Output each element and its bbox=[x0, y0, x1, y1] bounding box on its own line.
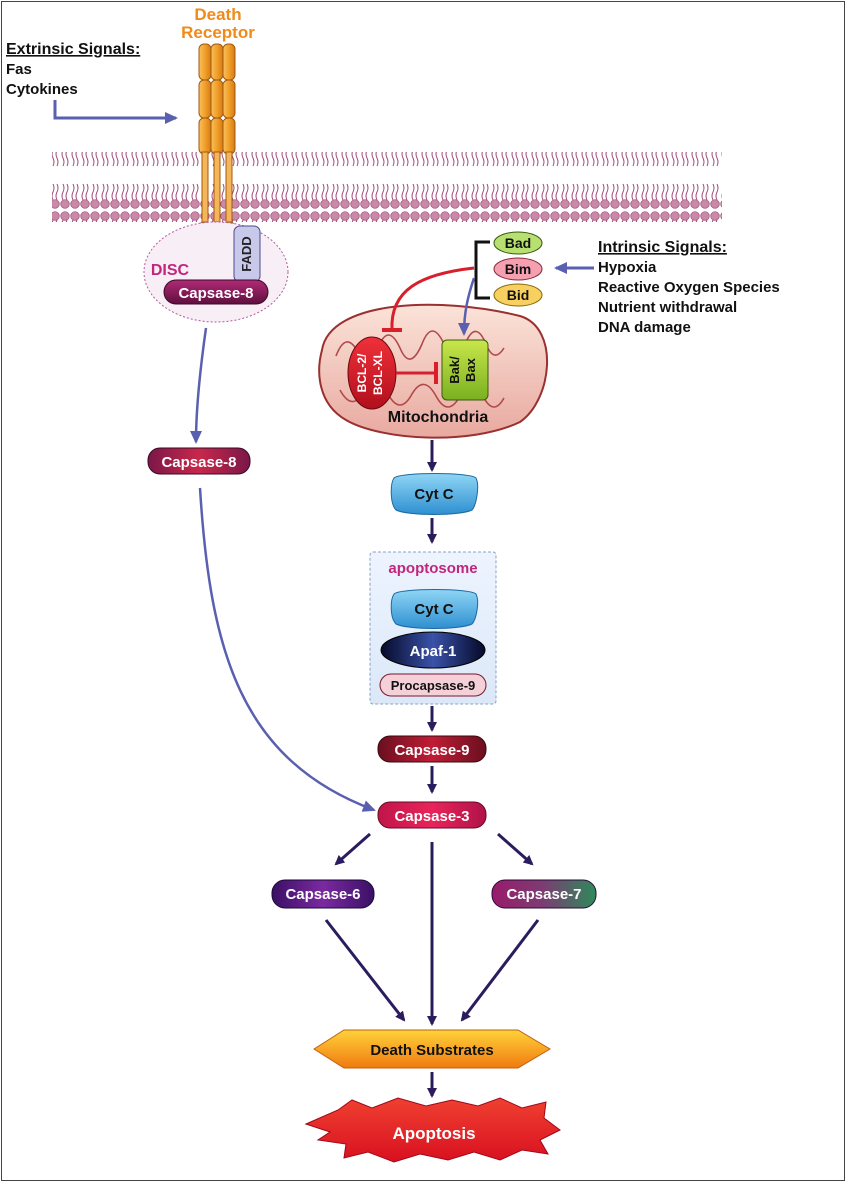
caspase-7-label: Capsase-7 bbox=[506, 886, 581, 903]
apaf-1 bbox=[380, 631, 486, 669]
caspase-7 bbox=[491, 879, 597, 909]
apoptosome-cyt-c-label: Cyt C bbox=[414, 601, 453, 618]
caspase-6 bbox=[271, 879, 375, 909]
caspase3-to-caspase7-arrow bbox=[497, 832, 534, 866]
bh3-inhibits-bcl bbox=[390, 266, 475, 331]
disc-label: DISC bbox=[151, 262, 190, 279]
caspase8-to-caspase3-arrow bbox=[198, 487, 376, 812]
caspase8-free bbox=[147, 447, 251, 475]
apoptosome-title: apoptosome bbox=[388, 560, 477, 577]
apaf-1-label: Apaf-1 bbox=[410, 643, 457, 660]
bcl-label: BCL-2/ bbox=[355, 353, 369, 392]
bid-label: Bid bbox=[507, 287, 530, 303]
extrinsic-item: Fas bbox=[6, 61, 32, 78]
death-receptor-label-line2: Receptor bbox=[181, 23, 255, 42]
intrinsic-item: DNA damage bbox=[598, 319, 691, 336]
bak-label: Bak/ bbox=[447, 356, 462, 384]
cyt-c-label: Cyt C bbox=[414, 486, 453, 503]
caspase7-to-substrates-arrow bbox=[460, 919, 540, 1022]
caspase-9 bbox=[377, 735, 487, 763]
cyt-c bbox=[390, 473, 479, 515]
intrinsic-item: Nutrient withdrawal bbox=[598, 299, 737, 316]
bak-bax bbox=[441, 339, 489, 401]
intrinsic-item: Reactive Oxygen Species bbox=[598, 279, 780, 296]
procaspase-9-label: Procapsase-9 bbox=[391, 678, 476, 693]
bim-label: Bim bbox=[505, 261, 531, 277]
bak-label-line2: Bax bbox=[463, 357, 478, 382]
bh3-activates-bak bbox=[458, 277, 476, 336]
intrinsic-title: Intrinsic Signals: bbox=[598, 239, 727, 256]
intrinsic-item: Hypoxia bbox=[598, 259, 657, 276]
fadd-label: FADD bbox=[239, 236, 254, 271]
disc-caspase8 bbox=[163, 279, 269, 305]
caspase-3 bbox=[377, 801, 487, 829]
death-substrates-label: Death Substrates bbox=[370, 1042, 493, 1059]
caspase8-free-label: Capsase-8 bbox=[161, 454, 236, 471]
caspase6-to-substrates-arrow bbox=[324, 919, 406, 1022]
procaspase-9 bbox=[379, 673, 487, 697]
cell-membrane bbox=[52, 152, 722, 222]
extrinsic-title: Extrinsic Signals: bbox=[6, 41, 140, 58]
apoptosis-shape bbox=[304, 1097, 561, 1163]
bad-protein bbox=[493, 231, 543, 255]
death-receptor-label: Death bbox=[194, 5, 241, 24]
apoptosis-label: Apoptosis bbox=[392, 1124, 475, 1143]
bim-protein bbox=[493, 257, 543, 281]
mitochondria-label: Mitochondria bbox=[388, 409, 489, 426]
caspase3-to-caspase6-arrow bbox=[334, 832, 371, 866]
extrinsic-item: Cytokines bbox=[6, 81, 78, 98]
extrinsic-arrow bbox=[53, 100, 178, 124]
bh3-bracket bbox=[474, 240, 490, 300]
apoptosome-cyt-c bbox=[390, 589, 479, 629]
disc-to-caspase8-arrow bbox=[190, 327, 208, 444]
bcl-label-line2: BCL-XL bbox=[371, 351, 385, 395]
caspase-6-label: Capsase-6 bbox=[285, 886, 360, 903]
caspase-3-label: Capsase-3 bbox=[394, 808, 469, 825]
disc-caspase8-label: Capsase-8 bbox=[178, 285, 253, 302]
bad-label: Bad bbox=[505, 235, 531, 251]
death-substrates bbox=[313, 1029, 551, 1069]
caspase-9-label: Capsase-9 bbox=[394, 742, 469, 759]
bid-protein bbox=[493, 283, 543, 307]
death-receptor bbox=[198, 43, 236, 249]
